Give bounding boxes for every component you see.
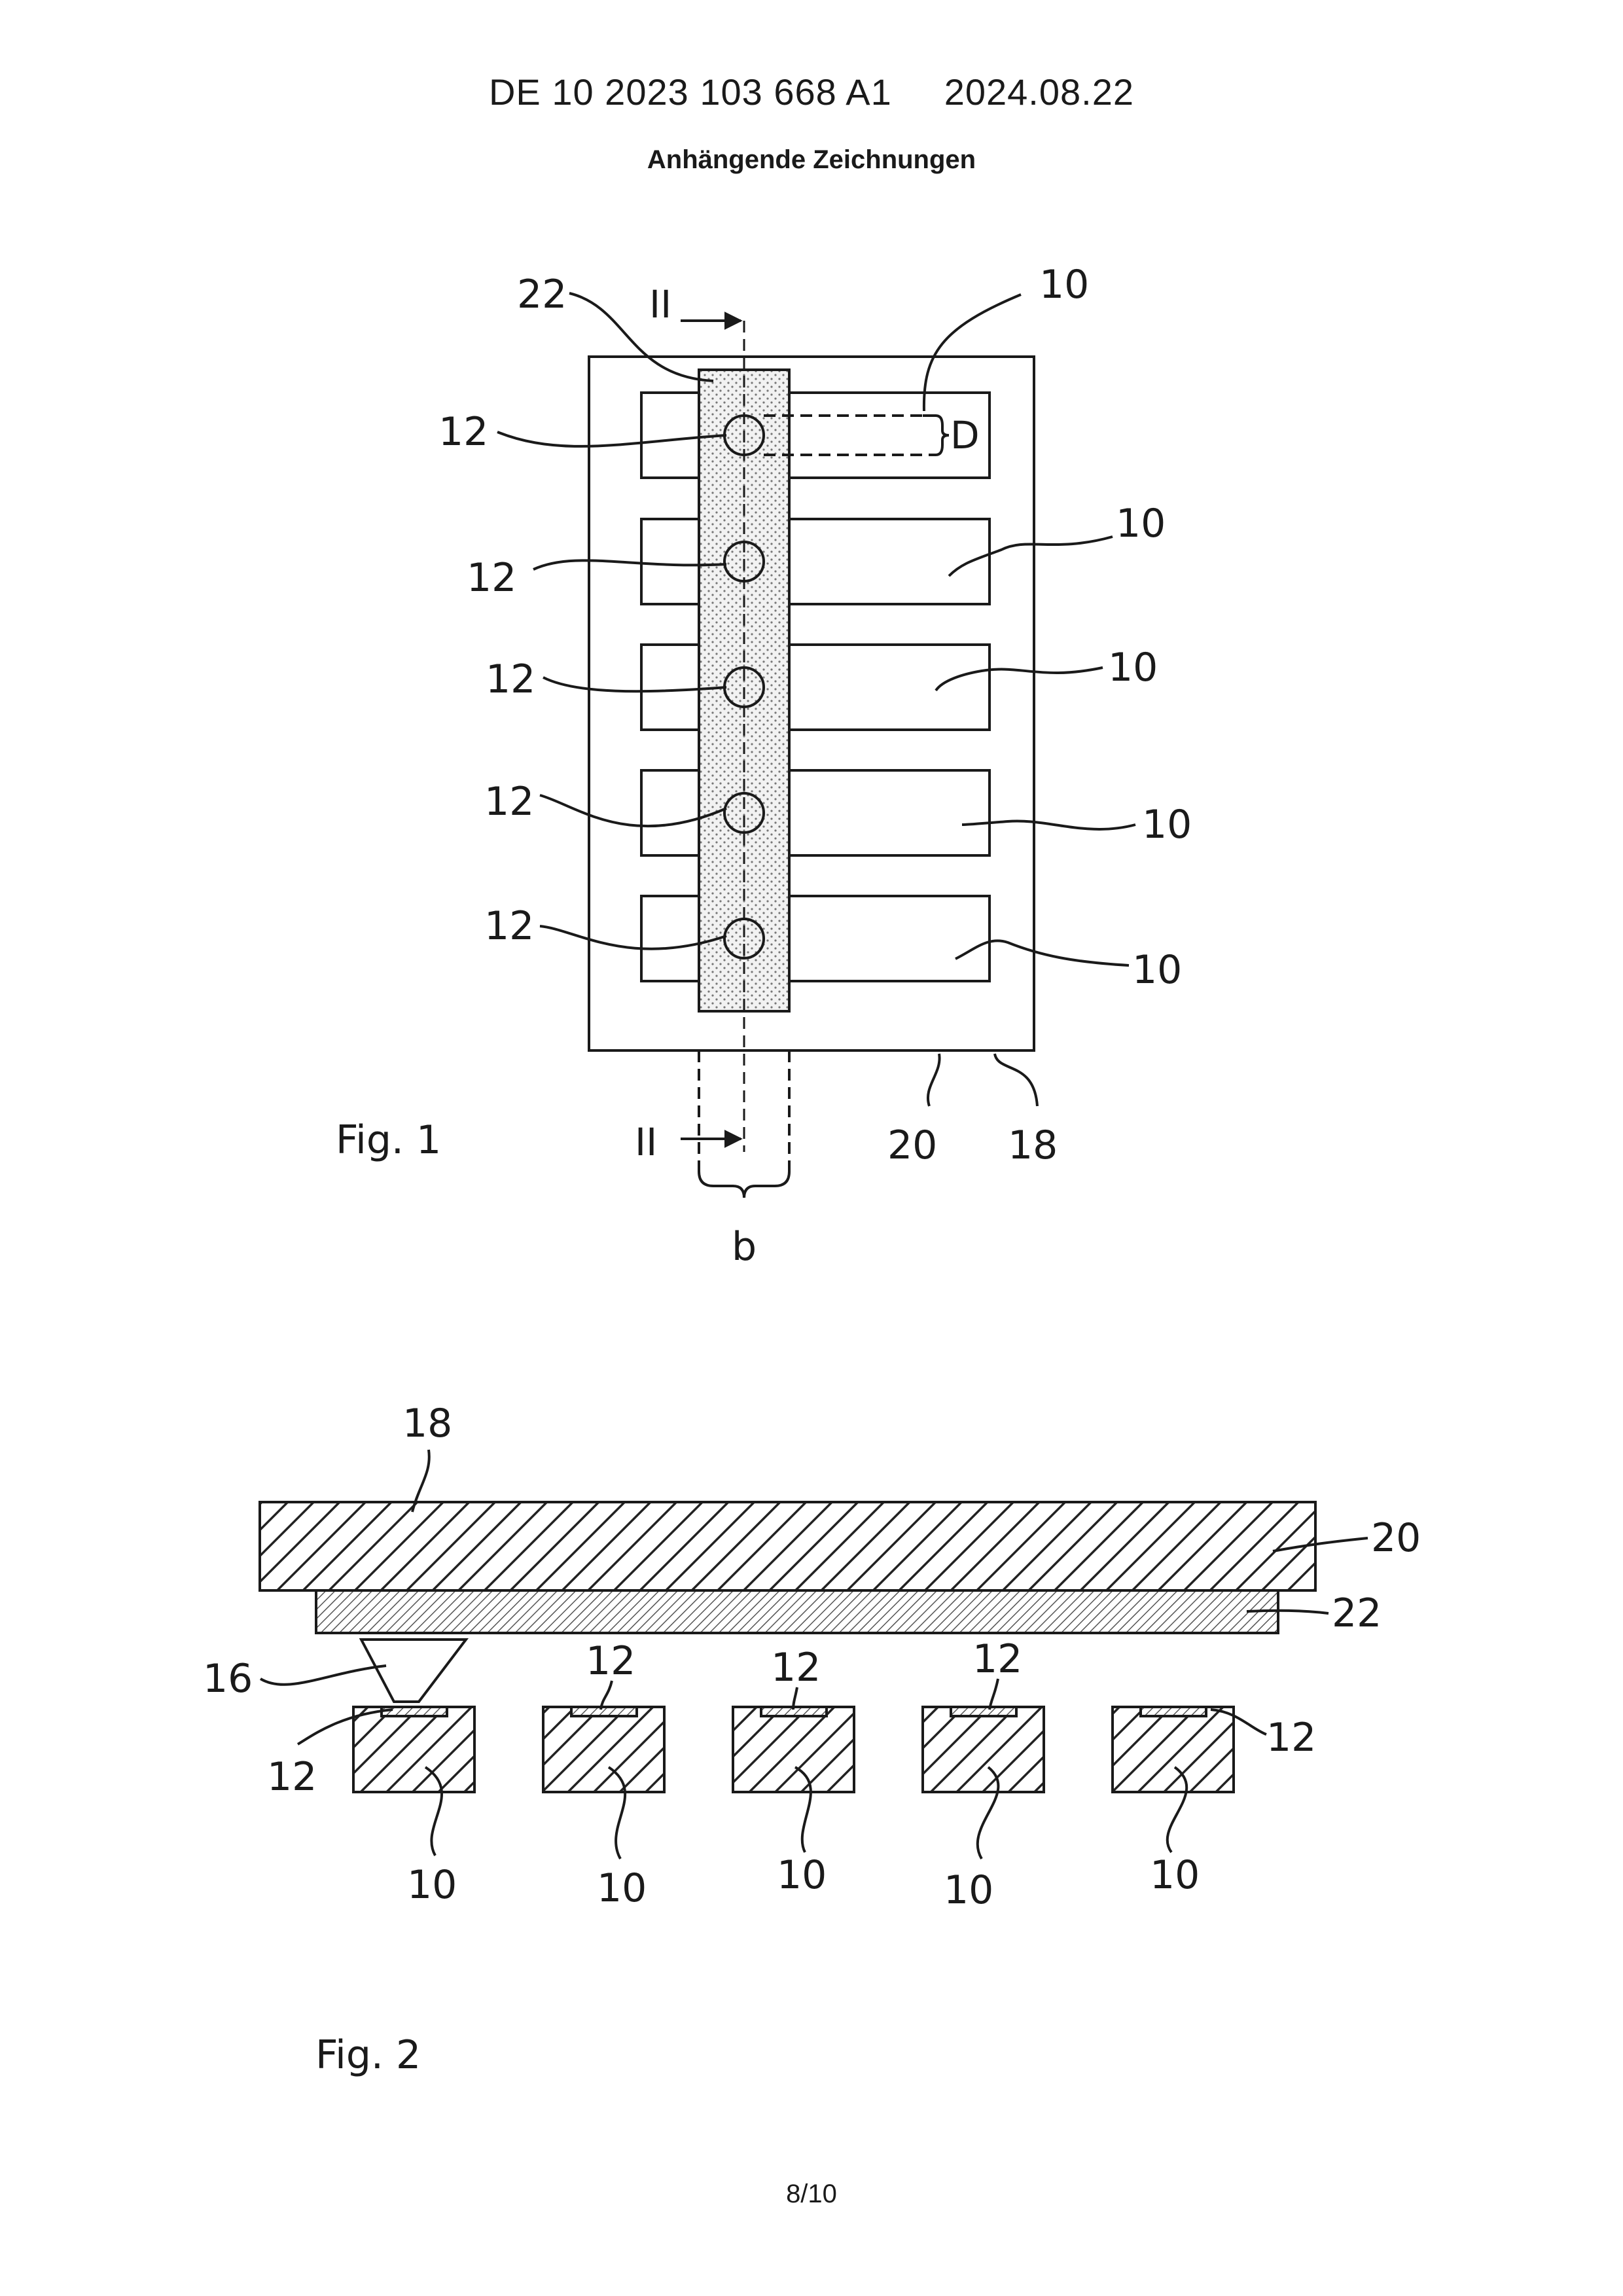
figure-1 [497,293,1135,1198]
contact-12-fig2-5 [1141,1707,1206,1716]
adhesive-layer-22 [316,1590,1278,1633]
label-20-fig1: 20 [887,1122,937,1168]
label-12-2: 12 [467,555,516,601]
label-10-fig2-1: 10 [407,1862,457,1908]
contact-12-fig2-1 [382,1707,447,1716]
label-18-fig1: 18 [1008,1122,1058,1168]
label-10-1: 10 [1039,262,1089,308]
label-d: D [950,413,980,457]
figure-2-caption: Fig. 2 [315,2032,421,2078]
component-10-5 [641,896,990,981]
label-10-fig2-2: 10 [597,1865,647,1911]
figure-1-caption: Fig. 1 [336,1117,441,1163]
label-12-fig2-4: 12 [972,1636,1022,1682]
label-section-bottom: II [635,1120,657,1164]
label-10-fig2-4: 10 [944,1867,993,1913]
label-12-5: 12 [484,903,534,949]
label-10-3: 10 [1108,645,1158,691]
tool-16 [361,1640,466,1702]
label-section-top: II [649,282,671,327]
label-20-fig2: 20 [1371,1515,1421,1561]
leader-20-fig1 [928,1054,940,1106]
label-12-fig2-2: 12 [586,1638,635,1684]
carrier-cross-section [260,1502,1315,1590]
label-22: 22 [517,272,567,317]
label-16: 16 [203,1656,253,1702]
label-12-3: 12 [486,656,535,702]
label-12-fig2-5: 12 [1266,1715,1316,1761]
component-10-1 [641,393,990,478]
leader-22 [569,293,713,381]
label-10-4: 10 [1142,802,1192,848]
leader-18-fig1 [995,1054,1037,1106]
component-10-fig2-1 [353,1707,474,1792]
leader-16 [260,1666,386,1685]
label-10-fig2-3: 10 [777,1852,827,1898]
label-b: b [732,1224,757,1270]
label-10-5: 10 [1132,947,1182,993]
leader-12-fig2-2 [601,1681,612,1710]
contact-12-fig2-4 [951,1707,1016,1716]
label-10-fig2-5: 10 [1150,1852,1200,1898]
label-10-2: 10 [1116,501,1166,547]
label-12-fig2-3: 12 [771,1645,821,1691]
component-10-4 [641,770,990,855]
leader-12-fig2-4 [990,1679,998,1710]
contact-12-fig2-2 [571,1707,637,1716]
component-10-fig2-5 [1113,1707,1234,1792]
label-12-4: 12 [484,779,534,825]
page-number: 8/10 [0,2179,1623,2209]
width-b-brace [699,1172,789,1198]
component-10-fig2-4 [923,1707,1044,1792]
component-10-fig2-2 [543,1707,664,1792]
component-10-fig2-3 [733,1707,854,1792]
label-12-1: 12 [438,409,488,455]
label-12-fig2-1: 12 [267,1754,317,1800]
label-18-fig2: 18 [402,1401,452,1446]
label-22-fig2: 22 [1332,1590,1382,1636]
component-10-2 [641,519,990,604]
